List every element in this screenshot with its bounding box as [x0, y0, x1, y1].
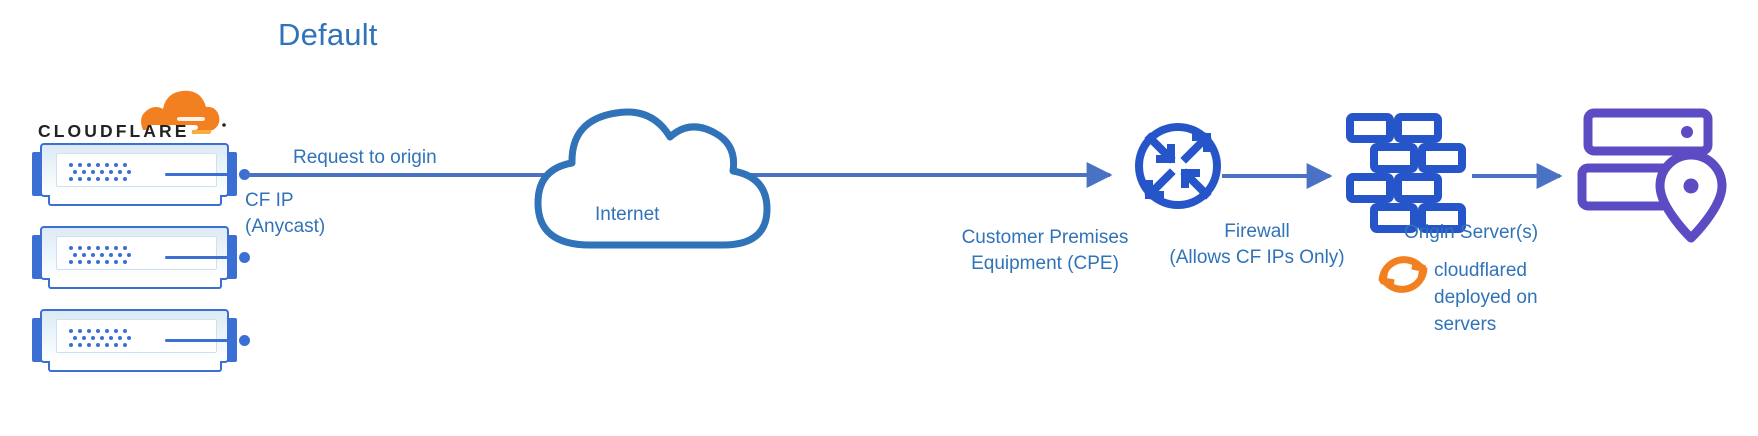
- svg-text:CLOUDFLARE: CLOUDFLARE: [38, 121, 190, 141]
- request-to-origin-label: Request to origin: [293, 147, 437, 168]
- server-body: [40, 143, 250, 197]
- server-base: [48, 361, 222, 372]
- server-indicator-line: [165, 339, 231, 342]
- server-body: [40, 226, 250, 280]
- origin-server-pin-icon: [1577, 108, 1727, 243]
- server-indicator-line: [165, 173, 231, 176]
- cloudflare-server-unit: [32, 143, 250, 206]
- firewall-brick-icon: [1346, 113, 1466, 233]
- cloudflare-server-unit: [32, 226, 250, 289]
- cloudflare-wordmark-text: CLOUDFLARE: [38, 121, 226, 141]
- sync-arrows-icon: [1378, 256, 1428, 293]
- cf-ip-anycast-label: CF IP (Anycast): [245, 190, 326, 237]
- cpe-label: Customer Premises Equipment (CPE): [961, 227, 1129, 274]
- cloudflare-wordmark: CLOUDFLARE: [38, 120, 228, 142]
- server-body: [40, 309, 250, 363]
- server-faceplate: [56, 319, 250, 353]
- cloudflare-server-unit: [32, 309, 250, 372]
- server-status-led: [239, 252, 250, 263]
- server-status-led: [239, 169, 250, 180]
- cloudflare-cloud-icon: [141, 90, 220, 134]
- server-status-led: [239, 335, 250, 346]
- server-indicator-line: [165, 256, 231, 259]
- server-base: [48, 195, 222, 206]
- page-title: Default: [278, 17, 378, 52]
- firewall-label: Firewall (Allows CF IPs Only): [1169, 221, 1345, 268]
- cloudflared-label: cloudflared deployed on servers: [1434, 260, 1538, 335]
- origin-server-label: Origin Server(s): [1403, 222, 1539, 243]
- cloudflare-logo: CLOUDFLARE: [30, 84, 235, 146]
- server-base: [48, 278, 222, 289]
- server-faceplate: [56, 236, 250, 270]
- server-faceplate: [56, 153, 250, 187]
- router-icon: [1135, 123, 1221, 209]
- internet-label: Internet: [595, 204, 660, 225]
